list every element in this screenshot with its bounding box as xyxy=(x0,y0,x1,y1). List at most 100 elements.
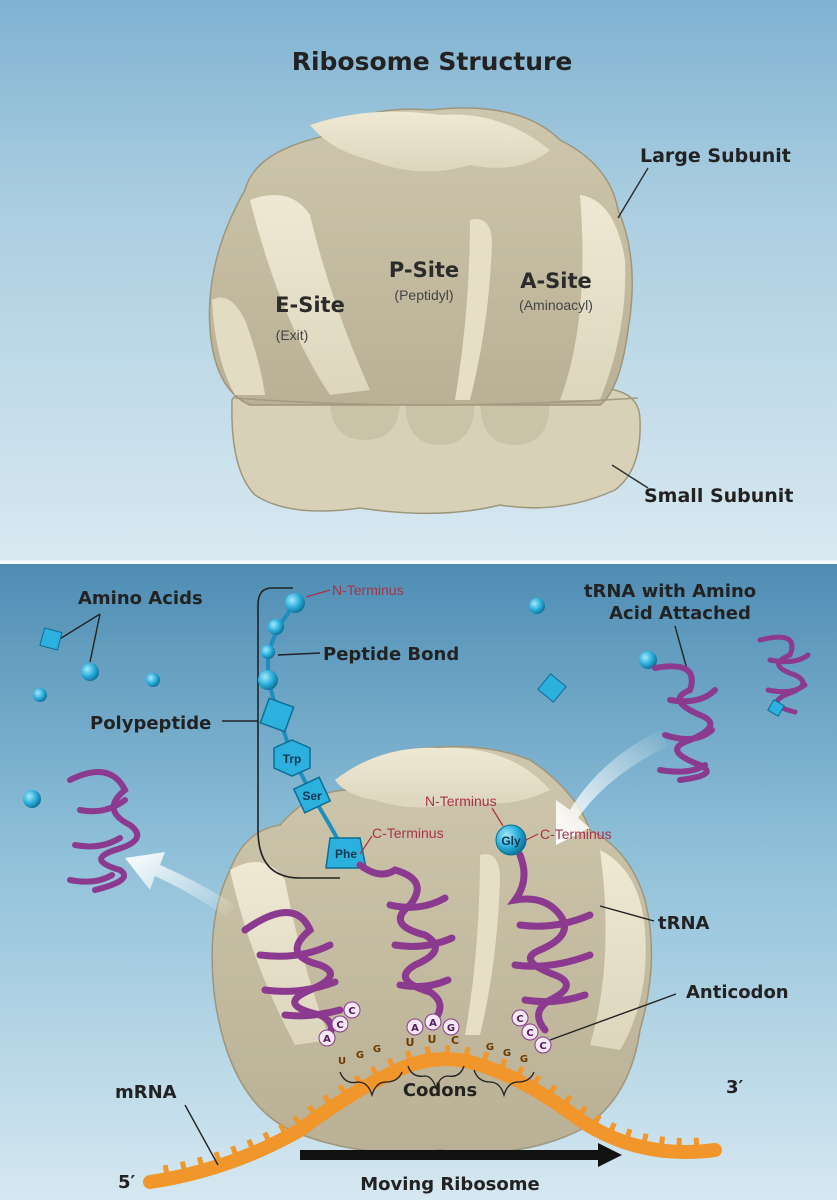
small-subunit-groove-a xyxy=(480,400,550,445)
anticodon-base: C xyxy=(516,1014,523,1025)
c-terminus-1-label: C-Terminus xyxy=(372,825,444,841)
ridge-a xyxy=(560,195,626,400)
codon-base: G xyxy=(503,1048,511,1059)
gly-label: Gly xyxy=(501,834,521,848)
c-terminus-1-leader xyxy=(359,835,373,855)
trna-leader xyxy=(599,905,655,922)
a-site-sublabel: (Aminoacyl) xyxy=(519,297,593,313)
anticodon-bases xyxy=(318,1001,552,1054)
trna-e-site xyxy=(241,909,344,1044)
amino-acids-leader-1 xyxy=(57,613,101,641)
free-amino-acid xyxy=(537,673,567,703)
mrna-base-tooth xyxy=(547,1084,558,1096)
mrna-base-tooth xyxy=(592,1114,602,1126)
mrna-base-tooth xyxy=(337,1084,348,1096)
n-terminus-2-label: N-Terminus xyxy=(425,793,497,809)
amino-acid-ball xyxy=(285,593,305,613)
codon-base: U xyxy=(428,1033,437,1046)
mrna-base-tooth xyxy=(278,1123,288,1135)
codons-label: Codons xyxy=(403,1080,477,1101)
amino-acid-ball xyxy=(258,670,278,690)
codon-base: U xyxy=(338,1056,346,1067)
polypeptide-bracket xyxy=(257,587,340,879)
small-subunit-leader xyxy=(611,464,649,489)
mrna-base-tooth xyxy=(562,1094,573,1106)
codon-brace xyxy=(407,1065,465,1091)
ribosome-ridge-right xyxy=(590,850,646,1050)
small-subunit-groove-p xyxy=(405,400,475,445)
ridge-left-edge xyxy=(212,297,265,395)
amino-acid-trp xyxy=(273,739,311,777)
ribosome-structure xyxy=(208,107,641,515)
trna-p-site xyxy=(356,861,456,1029)
anticodon-base: C xyxy=(348,1006,355,1017)
mrna-base-tooth xyxy=(292,1115,303,1127)
mrna-base-tooth xyxy=(608,1122,617,1134)
anticodon-base: A xyxy=(411,1023,419,1034)
free-amino-acid xyxy=(529,598,545,614)
exit-arrow xyxy=(125,852,235,918)
anticodon-base: C xyxy=(336,1020,343,1031)
mrna-base-tooth xyxy=(246,1138,255,1150)
mrna-base-tooth xyxy=(531,1074,542,1086)
free-amino-acid xyxy=(81,663,99,681)
mrna-base-tooth xyxy=(641,1133,649,1144)
mrna-base-tooth xyxy=(693,1137,700,1148)
codon-brace xyxy=(473,1069,535,1098)
ribosome-crown xyxy=(335,747,550,808)
mrna-base-tooth xyxy=(307,1104,317,1116)
mrna-base-tooth xyxy=(463,1046,471,1058)
five-prime-label: 5′ xyxy=(118,1172,136,1193)
free-amino-acid xyxy=(39,627,63,651)
codon-base: G xyxy=(486,1042,494,1053)
mrna-base-tooth xyxy=(386,1057,396,1069)
free-amino-acid xyxy=(146,673,160,687)
anticodon-base: G xyxy=(447,1023,455,1034)
mrna-base-tooth xyxy=(196,1156,205,1168)
mrna-base-tooth xyxy=(424,1046,432,1057)
mrna-base-tooth xyxy=(624,1128,633,1140)
polypeptide-label: Polypeptide xyxy=(90,713,211,734)
free-amino-acid xyxy=(33,688,47,702)
leaving-trna xyxy=(67,769,141,893)
phe-label: Phe xyxy=(335,847,357,861)
mrna-bases xyxy=(162,1045,700,1176)
mrna-base-tooth xyxy=(353,1074,364,1086)
n-terminus-label: N-Terminus xyxy=(332,582,404,598)
mrna-base-tooth xyxy=(515,1066,525,1078)
trna-with-aa-label-line2: Acid Attached xyxy=(609,603,751,624)
amino-acid-ball xyxy=(261,645,275,659)
n-terminus-2-leader xyxy=(491,807,504,827)
trna-a-site xyxy=(506,851,594,1034)
anticodon-base: C xyxy=(526,1028,533,1039)
mrna-base-tooth xyxy=(577,1105,588,1117)
panel-divider xyxy=(0,560,837,564)
amino-acid-square xyxy=(259,697,295,733)
mrna-base-tooth xyxy=(213,1151,222,1163)
anticodon-label: Anticodon xyxy=(686,982,789,1003)
codon-base: G xyxy=(356,1050,364,1061)
diagram-title: Ribosome Structure xyxy=(292,47,573,76)
mrna-base-tooth xyxy=(179,1160,188,1172)
anticodon-leader xyxy=(549,993,677,1041)
amino-acid-ser xyxy=(292,776,332,814)
codon-base: C xyxy=(451,1034,459,1047)
anticodon-base: C xyxy=(539,1041,546,1052)
codon-base: G xyxy=(520,1054,528,1065)
mrna-base-tooth xyxy=(405,1050,413,1062)
mrna-base-tooth xyxy=(481,1051,490,1063)
mrna-base-tooth xyxy=(162,1164,170,1176)
p-site-sublabel: (Peptidyl) xyxy=(394,287,453,303)
large-subunit-label: Large Subunit xyxy=(640,145,791,167)
peptide-bond-label: Peptide Bond xyxy=(323,644,459,665)
e-site-sublabel: (Exit) xyxy=(276,327,309,343)
moving-ribosome-label: Moving Ribosome xyxy=(360,1174,539,1195)
floating-trna-right xyxy=(757,634,811,717)
subunit-seam xyxy=(234,397,639,406)
amino-acids-label: Amino Acids xyxy=(78,588,203,609)
mrna-base-tooth xyxy=(262,1131,272,1143)
mrna-base-tooth xyxy=(658,1136,666,1147)
mrna-base-tooth xyxy=(322,1094,332,1106)
ridge-center xyxy=(455,219,492,400)
